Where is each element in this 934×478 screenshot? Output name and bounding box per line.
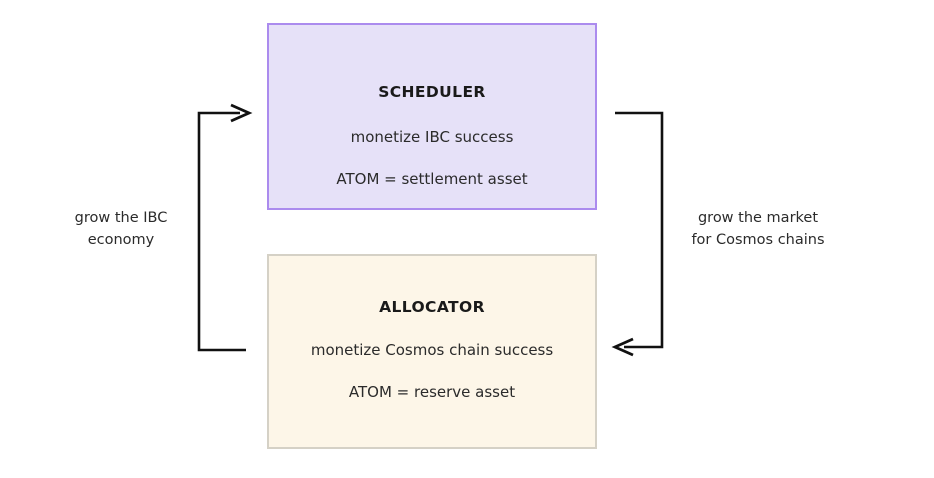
edge-scheduler-to-allocator-path <box>615 111 664 349</box>
edge-label-grow-ibc-economy-line-1: grow the IBC <box>74 210 168 226</box>
arrowhead-left-icon <box>611 337 634 357</box>
node-allocator-line-1: monetize Cosmos chain success <box>310 341 554 359</box>
node-scheduler-title: SCHEDULER <box>378 83 486 101</box>
edge-label-grow-cosmos-market-line-1: grow the market <box>697 210 819 226</box>
edge-allocator-to-scheduler-path <box>197 111 246 352</box>
edge-label-grow-ibc-economy: grow the IBC economy <box>41 207 201 251</box>
node-allocator-title: ALLOCATOR <box>379 298 485 316</box>
edge-label-grow-cosmos-market-line-2: for Cosmos chains <box>691 232 825 248</box>
node-allocator-line-2: ATOM = reserve asset <box>348 383 516 401</box>
arrowhead-right-icon <box>230 103 253 123</box>
node-scheduler-line-1: monetize IBC success <box>350 128 514 146</box>
node-scheduler-line-2: ATOM = settlement asset <box>336 170 528 188</box>
edge-allocator-to-scheduler <box>197 103 253 352</box>
node-allocator: ALLOCATOR monetize Cosmos chain success … <box>267 254 597 449</box>
edge-label-grow-ibc-economy-line-2: economy <box>87 232 155 248</box>
edge-label-grow-cosmos-market: grow the market for Cosmos chains <box>678 207 838 251</box>
edge-scheduler-to-allocator <box>611 111 664 357</box>
node-scheduler: SCHEDULER monetize IBC success ATOM = se… <box>267 23 597 210</box>
